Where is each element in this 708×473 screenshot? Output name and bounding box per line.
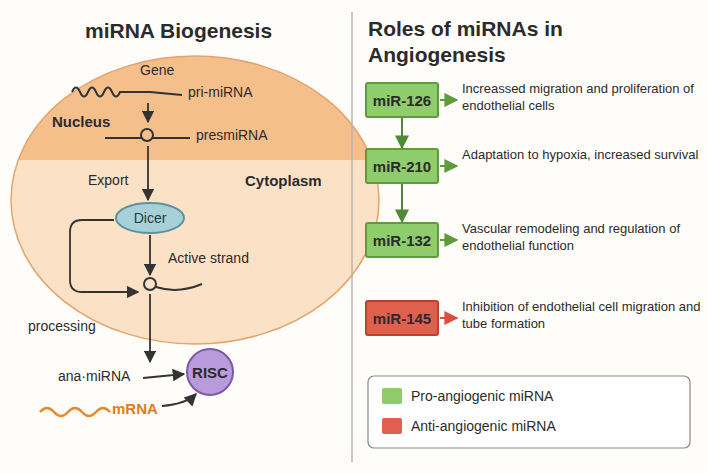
flow-arrow xyxy=(147,146,149,200)
strand-label: Active strand xyxy=(168,250,249,267)
step-label: Export xyxy=(88,172,128,189)
step-label: processing xyxy=(28,318,96,335)
effect-text: Adaptation to hypoxia, increased surviva… xyxy=(462,147,702,164)
node-text: Nucleus xyxy=(52,113,110,130)
mrna-label: mRNA xyxy=(112,400,158,418)
node-text: RISC xyxy=(192,364,228,381)
legend-text: Anti-angiogenic miRNA xyxy=(411,418,556,434)
node-text: Cytoplasm xyxy=(245,172,322,189)
legend-entry: Pro-angiogenic miRNA xyxy=(382,386,553,406)
mirna-box: miR-210 xyxy=(365,148,439,184)
panel-title: Roles of miRNAs in Angiogenesis xyxy=(368,16,598,69)
effect-arrow xyxy=(440,317,457,319)
effect-text: Vascular remodeling and regulation of en… xyxy=(462,221,702,255)
node-text: miR-132 xyxy=(373,232,431,249)
node-text: miR-210 xyxy=(373,158,431,175)
flow-connector xyxy=(401,184,403,222)
effect-arrow xyxy=(440,99,457,101)
mirna-box: miR-126 xyxy=(365,82,439,118)
flow-arrow xyxy=(143,374,184,378)
node-text: miR-126 xyxy=(373,92,431,109)
flow-arrow xyxy=(162,394,196,406)
panel-divider xyxy=(351,12,353,462)
mirna-label: ana·miRNA xyxy=(58,368,130,385)
hairpin-stem xyxy=(105,137,141,139)
hairpin-stem xyxy=(153,137,190,139)
flow-arrow xyxy=(149,235,151,275)
cell-outline xyxy=(11,56,379,344)
mirna-box: miR-132 xyxy=(365,222,439,258)
complex-circle-fill xyxy=(187,349,233,395)
effect-text: Increassed migration and proliferation o… xyxy=(462,81,702,115)
node-text: Dicer xyxy=(134,210,167,226)
complex-circle: RISC xyxy=(186,348,234,396)
effect-text: Inhibition of endothelial cell migration… xyxy=(462,299,702,333)
cell-compartment-fill xyxy=(11,56,379,344)
enzyme-oval: Dicer xyxy=(115,202,185,234)
nucleus-region xyxy=(18,56,372,160)
flow-arrow xyxy=(149,294,151,362)
gene-label: Gene xyxy=(140,62,174,79)
mrna-squiggle xyxy=(40,408,110,416)
node-text: miR-145 xyxy=(373,310,431,327)
legend-swatch xyxy=(382,418,402,434)
enzyme-oval-fill xyxy=(116,203,184,233)
transcript-label: presmiRNA xyxy=(196,127,268,144)
legend-text: Pro-angiogenic miRNA xyxy=(411,388,553,404)
panel-title: miRNA Biogenesis xyxy=(85,18,272,43)
legend-frame xyxy=(368,376,690,448)
flow-connector xyxy=(401,118,403,148)
effect-arrow xyxy=(440,239,457,241)
effect-arrow xyxy=(440,165,457,167)
legend-entry: Anti-angiogenic miRNA xyxy=(382,416,556,436)
mirna-box: miR-145 xyxy=(365,300,439,336)
flow-arrow xyxy=(147,103,149,122)
legend-swatch xyxy=(382,388,402,404)
transcript-label: pri-miRNA xyxy=(188,84,253,101)
